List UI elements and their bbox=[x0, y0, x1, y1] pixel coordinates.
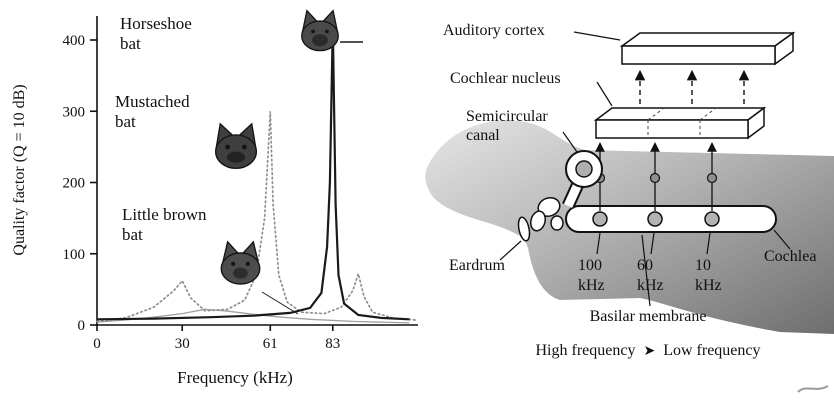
label-cochlear-nucleus: Cochlear nucleus bbox=[450, 70, 561, 87]
chart-leader-lines bbox=[261, 41, 363, 315]
label-auditory-cortex: Auditory cortex bbox=[443, 22, 545, 39]
series-label-horseshoe-bat: Horseshoe bat bbox=[120, 14, 192, 54]
y-tick-label: 100 bbox=[63, 247, 86, 263]
y-tick-label: 0 bbox=[78, 318, 86, 334]
flow-caption-high: High frequency bbox=[535, 342, 636, 359]
label-100-khz: 100 kHz bbox=[578, 257, 605, 294]
cochlear-nucleus-slab bbox=[593, 106, 767, 140]
x-tick-label: 61 bbox=[263, 336, 278, 352]
x-tick-label: 0 bbox=[93, 336, 101, 352]
label-cochlea: Cochlea bbox=[764, 248, 817, 265]
label-60-khz: 60 kHz bbox=[637, 257, 664, 294]
horseshoe-bat-icon bbox=[301, 9, 339, 52]
curve-horseshoe-bat bbox=[96, 25, 410, 321]
pen-mark bbox=[797, 385, 829, 393]
nucleus-to-cortex-arrows bbox=[634, 69, 750, 104]
curve-mustached-bat bbox=[96, 111, 417, 323]
quality-factor-chart: 0 30 61 83 0 100 200 300 400 bbox=[63, 16, 418, 352]
x-axis-ticks: 0 30 61 83 bbox=[93, 325, 340, 352]
ear-pathway-diagram bbox=[425, 31, 834, 393]
arrow-right-icon: ➤ bbox=[643, 343, 656, 359]
label-eardrum: Eardrum bbox=[449, 257, 505, 274]
y-axis-title: Quality factor (Q = 10 dB) bbox=[11, 84, 28, 256]
series-label-little-brown-bat: Little brown bat bbox=[122, 205, 207, 245]
x-tick-label: 83 bbox=[325, 336, 340, 352]
label-10-khz: 10 kHz bbox=[695, 257, 722, 294]
auditory-cortex-slab bbox=[619, 31, 796, 66]
y-tick-label: 400 bbox=[63, 33, 86, 49]
cochlea-frequency-points bbox=[592, 211, 720, 227]
flow-caption-low: Low frequency bbox=[663, 342, 761, 359]
y-tick-label: 200 bbox=[63, 176, 86, 192]
x-tick-label: 30 bbox=[175, 336, 190, 352]
frequency-flow-caption: High frequency ➤ Low frequency bbox=[468, 342, 828, 360]
ossicles bbox=[530, 196, 564, 232]
label-basilar-membrane: Basilar membrane bbox=[589, 308, 707, 325]
semicircular-canal-ring bbox=[562, 150, 603, 209]
mustached-bat-icon bbox=[214, 122, 258, 169]
diagram-leader-lines bbox=[499, 31, 791, 307]
little-brown-bat-icon bbox=[220, 240, 261, 285]
label-semicircular-canal: Semicircular canal bbox=[466, 108, 548, 144]
series-label-mustached-bat: Mustached bat bbox=[115, 92, 190, 132]
y-tick-label: 300 bbox=[63, 104, 86, 120]
cochlea-rod bbox=[565, 205, 777, 233]
nucleus-segment-lines bbox=[647, 107, 717, 138]
x-axis-title: Frequency (kHz) bbox=[177, 368, 293, 387]
eardrum-membrane bbox=[517, 216, 531, 242]
y-axis-ticks: 0 100 200 300 400 bbox=[63, 33, 97, 334]
chart-axes bbox=[96, 16, 418, 326]
